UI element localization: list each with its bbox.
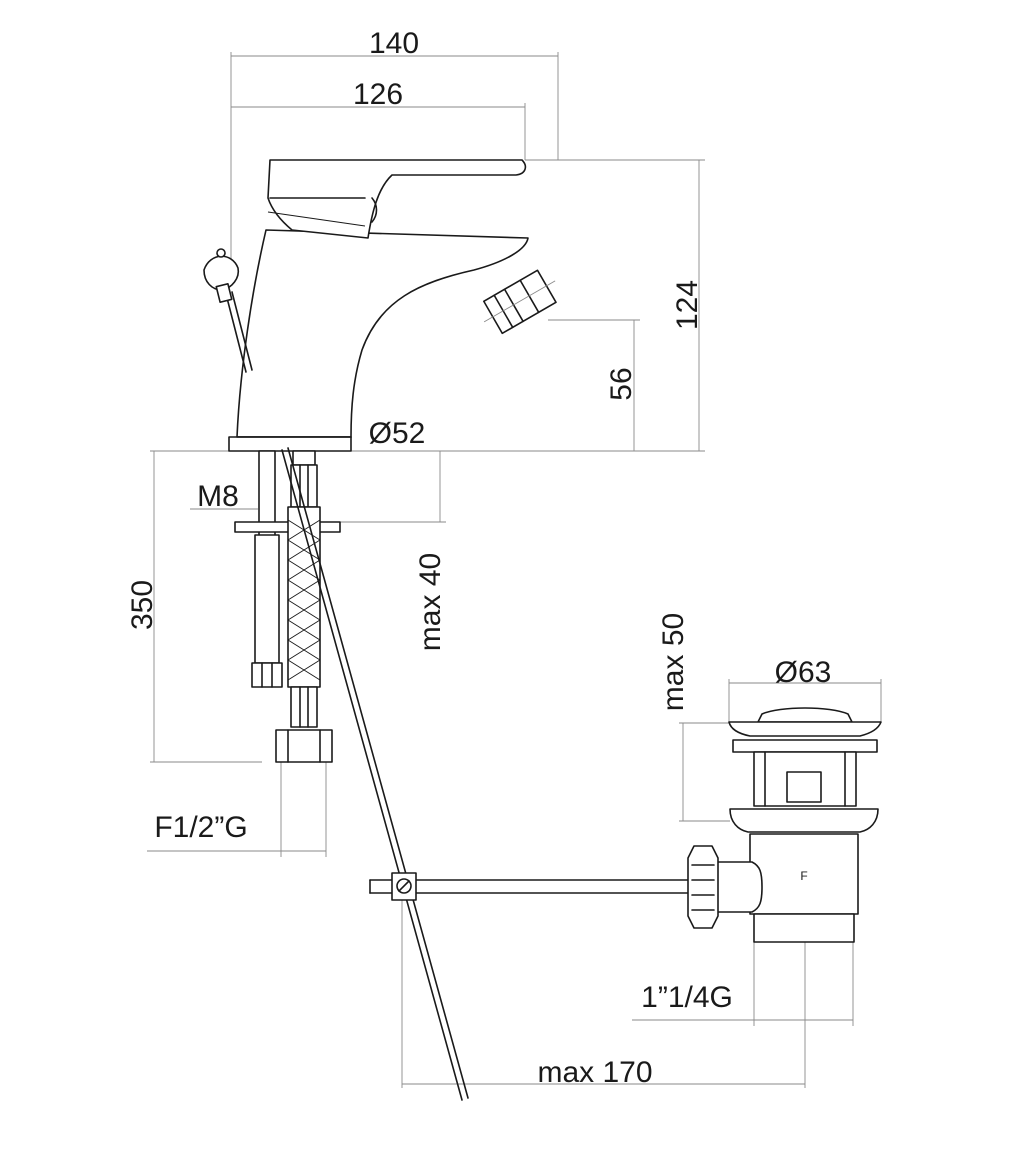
dim-base-diameter: Ø52 [369, 417, 426, 450]
dim-width-overall: 140 [369, 27, 419, 60]
mixer-body [228, 159, 529, 452]
dim-height-overall: 124 [671, 280, 704, 330]
dim-waste-thread: 1”1/4G [641, 981, 733, 1014]
dim-hose-length: 350 [126, 580, 159, 630]
dim-waste-diameter: Ø63 [775, 656, 832, 689]
waste-body-letter: F [800, 869, 807, 883]
dim-waste-max-height: max 50 [657, 613, 690, 711]
dimension-labels: 140 126 124 56 Ø52 M8 350 max 40 F1/2”G … [126, 27, 831, 1089]
flexible-hose [275, 450, 333, 763]
popup-rod-knob [203, 248, 253, 373]
dim-stud-thread: M8 [197, 480, 239, 513]
dim-rod-max: max 170 [537, 1056, 652, 1089]
popup-waste [687, 707, 882, 943]
dim-width-spout: 126 [353, 78, 403, 111]
dim-deck-max: max 40 [414, 553, 447, 651]
dim-hose-connection: F1/2”G [154, 811, 247, 844]
aerator-nozzle [482, 269, 557, 335]
dim-height-spout: 56 [605, 367, 638, 400]
popup-rod [281, 447, 691, 1101]
dimension-lines [147, 52, 882, 1088]
